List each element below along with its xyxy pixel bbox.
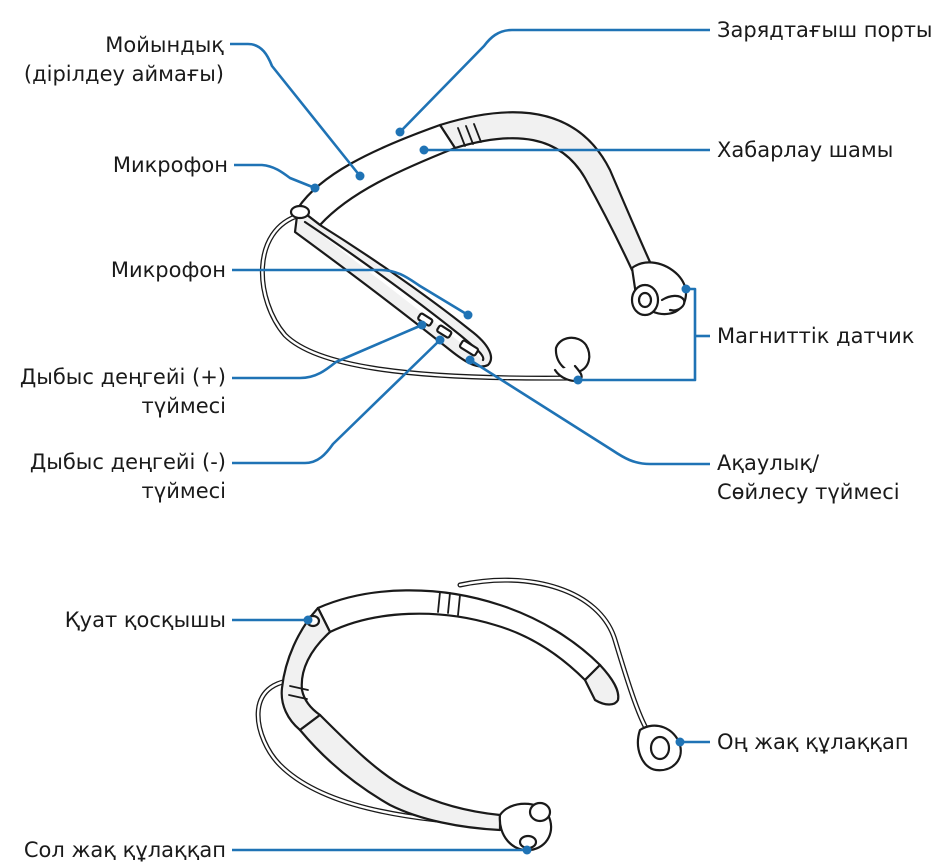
headset-bottom-illustration bbox=[255, 577, 682, 852]
label-neckband-line2: (дірілдеу аймағы) bbox=[24, 62, 224, 86]
label-neckband-line1: Мойындық bbox=[105, 33, 224, 57]
callout-labels: Мойындық (дірілдеу аймағы) Микрофон Микр… bbox=[20, 18, 933, 862]
label-right-earbud: Оң жақ құлаққап bbox=[717, 730, 909, 754]
right-earbud-top bbox=[630, 261, 687, 317]
label-volume-up-line2: түймесі bbox=[142, 394, 226, 418]
headset-top-illustration bbox=[259, 111, 687, 382]
label-magnetic-sensor: Магниттік датчик bbox=[717, 324, 914, 348]
left-earbud-bottom bbox=[498, 801, 553, 852]
label-volume-up-line1: Дыбыс деңгейі (+) bbox=[20, 365, 226, 389]
label-end-talk-line1: Ақаулық/ bbox=[717, 451, 820, 475]
label-left-earbud: Сол жақ құлаққап bbox=[24, 838, 226, 862]
left-earbud-top bbox=[553, 336, 591, 382]
leader-lines bbox=[230, 28, 710, 855]
right-earbud-bottom bbox=[636, 724, 682, 772]
label-volume-down-line1: Дыбыс деңгейі (-) bbox=[30, 450, 226, 474]
label-power-switch: Қуат қосқышы bbox=[65, 608, 226, 632]
label-microphone-top: Микрофон bbox=[113, 153, 228, 177]
label-charging-port: Зарядтағыш порты bbox=[717, 18, 933, 42]
label-indicator-light: Хабарлау шамы bbox=[717, 138, 893, 162]
label-microphone-bottom: Микрофон bbox=[111, 258, 226, 282]
label-end-talk-line2: Сөйлесу түймесі bbox=[717, 480, 900, 504]
label-volume-down-line2: түймесі bbox=[142, 479, 226, 503]
